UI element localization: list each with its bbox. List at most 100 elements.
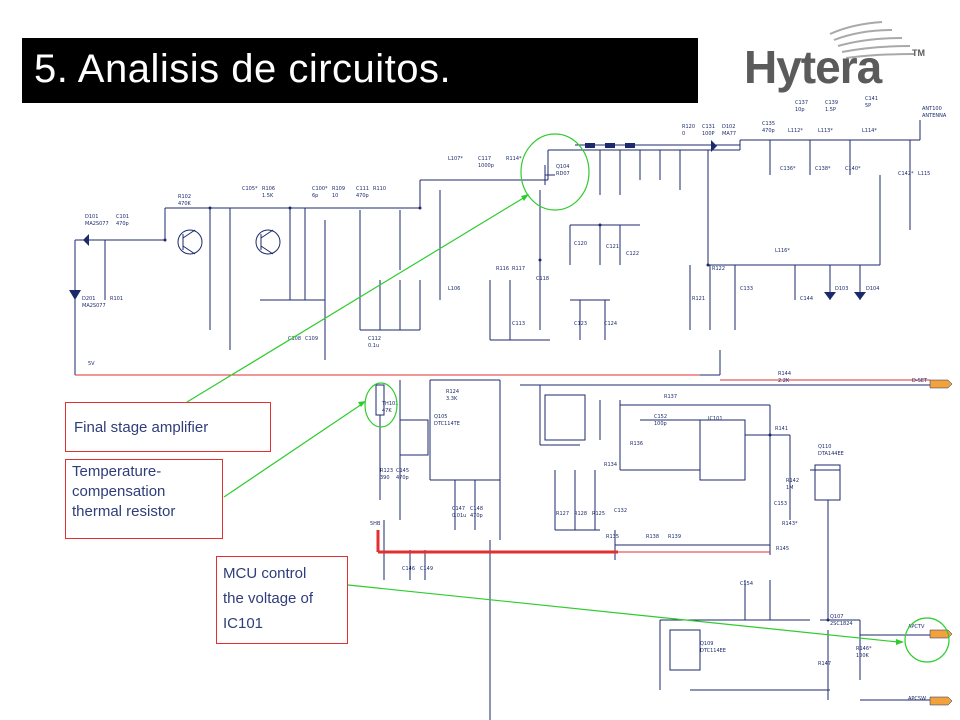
slide-title: 5. Analisis de circuitos. bbox=[34, 47, 452, 91]
svg-text:R102: R102 bbox=[178, 194, 191, 200]
svg-text:C117: C117 bbox=[478, 156, 491, 162]
svg-text:C105*: C105* bbox=[242, 186, 258, 192]
svg-text:0.01u: 0.01u bbox=[452, 513, 466, 519]
svg-text:470p: 470p bbox=[470, 513, 483, 519]
svg-text:R142: R142 bbox=[786, 478, 799, 484]
svg-text:R146*: R146* bbox=[856, 646, 872, 652]
svg-text:L114*: L114* bbox=[862, 128, 877, 134]
svg-text:5HB: 5HB bbox=[370, 521, 381, 527]
svg-text:C123: C123 bbox=[574, 321, 587, 327]
svg-text:6p: 6p bbox=[312, 193, 318, 199]
callout-thermal-line-2: compensation bbox=[72, 483, 166, 500]
svg-text:L107*: L107* bbox=[448, 156, 463, 162]
svg-text:R109: R109 bbox=[332, 186, 345, 192]
svg-text:C153: C153 bbox=[774, 501, 787, 507]
svg-text:R110: R110 bbox=[373, 186, 386, 192]
svg-text:R116: R116 bbox=[496, 266, 509, 272]
svg-text:C152: C152 bbox=[654, 414, 667, 420]
svg-text:DTC114TE: DTC114TE bbox=[434, 421, 460, 427]
svg-text:100P: 100P bbox=[702, 131, 715, 137]
svg-text:47K: 47K bbox=[382, 408, 392, 414]
svg-text:R139: R139 bbox=[668, 534, 681, 540]
svg-text:R114*: R114* bbox=[506, 156, 522, 162]
svg-text:470p: 470p bbox=[356, 193, 369, 199]
svg-text:ANT100: ANT100 bbox=[922, 106, 942, 112]
svg-text:R137: R137 bbox=[664, 394, 677, 400]
svg-text:D201: D201 bbox=[82, 296, 95, 302]
callout-mcu-control: MCU control the voltage of IC101 bbox=[216, 556, 348, 644]
svg-text:10: 10 bbox=[332, 193, 338, 199]
svg-text:APCSW: APCSW bbox=[908, 696, 926, 702]
svg-text:1M: 1M bbox=[786, 485, 794, 491]
svg-text:470K: 470K bbox=[178, 201, 192, 207]
svg-text:R127: R127 bbox=[556, 511, 569, 517]
svg-text:C135: C135 bbox=[762, 121, 775, 127]
logo-wing-icon bbox=[829, 21, 915, 59]
svg-text:C142*: C142* bbox=[898, 171, 914, 177]
svg-text:MA2S077: MA2S077 bbox=[85, 221, 109, 227]
svg-text:C154: C154 bbox=[740, 581, 753, 587]
svg-text:C148: C148 bbox=[470, 506, 483, 512]
svg-text:C112: C112 bbox=[368, 336, 381, 342]
svg-text:L115: L115 bbox=[918, 171, 930, 177]
svg-text:C124: C124 bbox=[604, 321, 617, 327]
svg-text:470p: 470p bbox=[116, 221, 129, 227]
callout-mcu-line-1: MCU control bbox=[223, 565, 307, 582]
svg-text:C108: C108 bbox=[288, 336, 301, 342]
svg-text:MA2S077: MA2S077 bbox=[82, 303, 106, 309]
svg-text:390: 390 bbox=[380, 475, 390, 481]
svg-text:C121: C121 bbox=[606, 244, 619, 250]
svg-text:C146: C146 bbox=[402, 566, 415, 572]
svg-text:C118: C118 bbox=[536, 276, 549, 282]
svg-text:C141: C141 bbox=[865, 96, 878, 102]
slide-title-bar: 5. Analisis de circuitos. bbox=[22, 38, 698, 103]
svg-text:R120: R120 bbox=[682, 124, 695, 130]
svg-text:D103: D103 bbox=[835, 286, 848, 292]
svg-text:DTA144EE: DTA144EE bbox=[818, 451, 844, 457]
svg-text:R124: R124 bbox=[446, 389, 459, 395]
svg-text:C101: C101 bbox=[116, 214, 129, 220]
svg-text:Q104: Q104 bbox=[556, 164, 569, 170]
svg-text:Q105: Q105 bbox=[434, 414, 447, 420]
svg-text:R117: R117 bbox=[512, 266, 525, 272]
svg-text:R134: R134 bbox=[604, 462, 617, 468]
svg-text:R144: R144 bbox=[778, 371, 791, 377]
svg-text:L113*: L113* bbox=[818, 128, 833, 134]
svg-text:D-SET: D-SET bbox=[912, 378, 928, 384]
svg-text:Q109: Q109 bbox=[700, 641, 713, 647]
svg-text:10p: 10p bbox=[795, 107, 805, 113]
svg-text:C131: C131 bbox=[702, 124, 715, 130]
svg-text:APCTV: APCTV bbox=[908, 624, 925, 630]
svg-text:470p: 470p bbox=[762, 128, 775, 134]
callout-thermal-line-1: Temperature- bbox=[72, 463, 162, 480]
svg-text:470p: 470p bbox=[396, 475, 409, 481]
svg-text:C147: C147 bbox=[452, 506, 465, 512]
svg-text:5V: 5V bbox=[88, 361, 95, 367]
svg-text:C144: C144 bbox=[800, 296, 813, 302]
svg-text:R128: R128 bbox=[574, 511, 587, 517]
svg-text:C137: C137 bbox=[795, 100, 808, 106]
svg-text:2.2K: 2.2K bbox=[778, 378, 790, 384]
svg-text:R123: R123 bbox=[380, 468, 393, 474]
svg-text:MA77: MA77 bbox=[722, 131, 736, 137]
svg-text:R125: R125 bbox=[592, 511, 605, 517]
svg-text:DTC114EE: DTC114EE bbox=[700, 648, 726, 654]
svg-text:100K: 100K bbox=[856, 653, 870, 659]
svg-text:R147: R147 bbox=[818, 661, 831, 667]
svg-text:R141: R141 bbox=[775, 426, 788, 432]
svg-text:D104: D104 bbox=[866, 286, 879, 292]
svg-text:ANTENNA: ANTENNA bbox=[922, 113, 947, 119]
svg-text:2SC1824: 2SC1824 bbox=[830, 621, 853, 627]
svg-text:C133: C133 bbox=[740, 286, 753, 292]
svg-text:C140*: C140* bbox=[845, 166, 861, 172]
svg-text:C139: C139 bbox=[825, 100, 838, 106]
callout-thermal-line-3: thermal resistor bbox=[72, 503, 176, 520]
svg-text:IC101: IC101 bbox=[708, 416, 723, 422]
svg-text:TH101: TH101 bbox=[381, 401, 398, 407]
svg-text:3.3K: 3.3K bbox=[446, 396, 458, 402]
svg-text:R106: R106 bbox=[262, 186, 275, 192]
svg-text:C113: C113 bbox=[512, 321, 525, 327]
callout-thermal-resistor: Temperature- compensation thermal resist… bbox=[65, 459, 223, 539]
svg-text:R121: R121 bbox=[692, 296, 705, 302]
